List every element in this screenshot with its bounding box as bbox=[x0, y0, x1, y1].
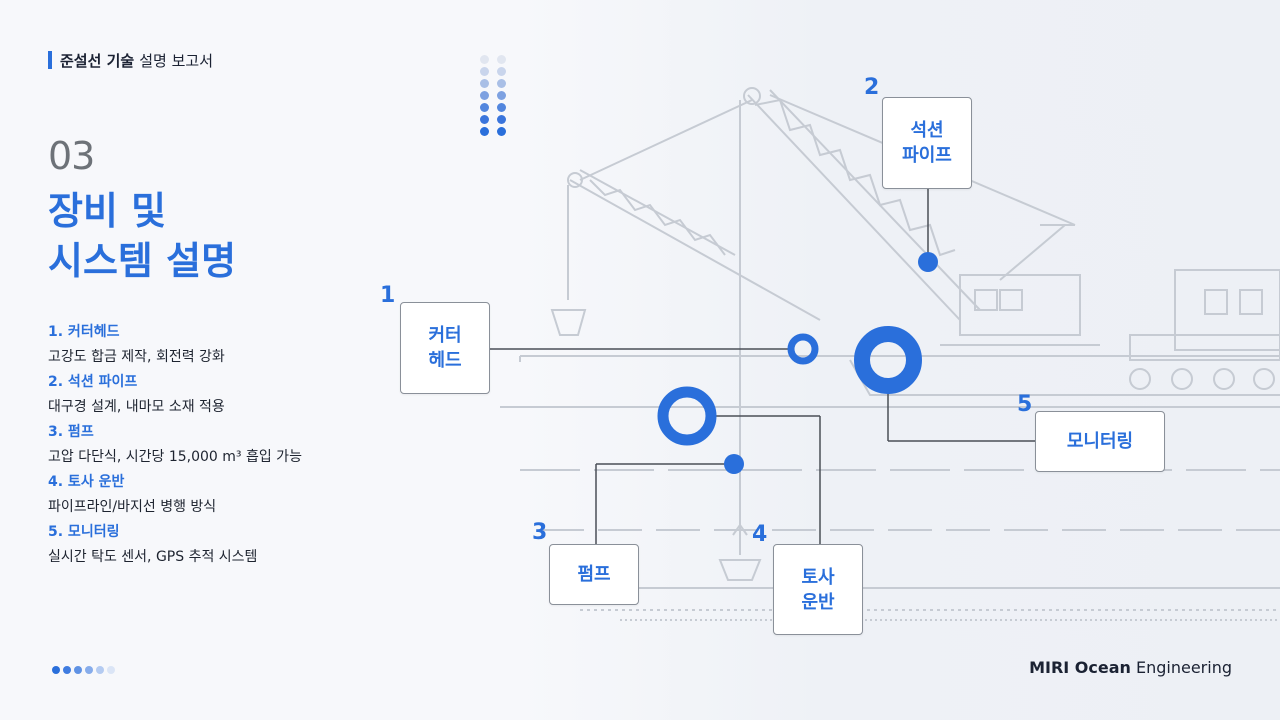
callout-cutterhead: 커터 헤드 bbox=[400, 302, 490, 394]
list-item: 4. 토사 운반 파이프라인/바지선 병행 방식 bbox=[48, 470, 468, 520]
list-item: 2. 석션 파이프 대구경 설계, 내마모 소재 적용 bbox=[48, 370, 468, 420]
item-title: 2. 석션 파이프 bbox=[48, 374, 138, 390]
list-item: 5. 모니터링 실시간 탁도 센서, GPS 추적 시스템 bbox=[48, 520, 468, 570]
item-description: 파이프라인/바지선 병행 방식 bbox=[48, 499, 217, 515]
item-description: 고강도 합금 제작, 회전력 강화 bbox=[48, 349, 225, 365]
callout-number-2: 2 bbox=[864, 75, 880, 100]
page-dot bbox=[107, 666, 115, 674]
callout-number-3: 3 bbox=[532, 520, 548, 545]
item-title: 5. 모니터링 bbox=[48, 524, 120, 540]
item-description: 대구경 설계, 내마모 소재 적용 bbox=[48, 399, 225, 415]
page-dot bbox=[63, 666, 71, 674]
section-number: 03 bbox=[48, 134, 95, 178]
item-title: 1. 커터헤드 bbox=[48, 324, 120, 340]
page-dot bbox=[96, 666, 104, 674]
equipment-list: 1. 커터헤드 고강도 합금 제작, 회전력 강화 2. 석션 파이프 대구경 … bbox=[48, 320, 468, 570]
item-description: 실시간 탁도 센서, GPS 추적 시스템 bbox=[48, 549, 258, 565]
item-title: 4. 토사 운반 bbox=[48, 474, 125, 490]
page-dot bbox=[85, 666, 93, 674]
section-title-line-2: 시스템 설명 bbox=[48, 239, 237, 283]
callout-number-5: 5 bbox=[1017, 392, 1033, 417]
callout-number-4: 4 bbox=[752, 522, 768, 547]
page-indicator bbox=[52, 666, 115, 674]
brand-name-bold: MIRI Ocean bbox=[1029, 658, 1131, 677]
pump-marker bbox=[657, 386, 717, 446]
page-dot bbox=[52, 666, 60, 674]
monitoring-marker bbox=[854, 326, 922, 394]
report-header: 준설선 기술 설명 보고서 bbox=[48, 50, 213, 70]
section-title: 장비 및 시스템 설명 bbox=[48, 186, 236, 286]
brand-logo: MIRI Ocean Engineering bbox=[1029, 658, 1232, 677]
item-title: 3. 펌프 bbox=[48, 424, 94, 440]
item-description: 고압 다단식, 시간당 15,000 m³ 흡입 가능 bbox=[48, 449, 302, 465]
brand-name-rest: Engineering bbox=[1136, 658, 1232, 677]
header-title-bold: 준설선 기술 bbox=[60, 51, 135, 70]
callout-pump: 펌프 bbox=[549, 544, 639, 605]
list-item: 3. 펌프 고압 다단식, 시간당 15,000 m³ 흡입 가능 bbox=[48, 420, 468, 470]
suction-pipe-marker bbox=[918, 252, 938, 272]
header-title-rest: 설명 보고서 bbox=[139, 51, 214, 70]
transport-marker bbox=[724, 454, 744, 474]
callout-sediment-transport: 토사 운반 bbox=[773, 544, 863, 635]
callout-number-1: 1 bbox=[380, 283, 396, 308]
page-dot bbox=[74, 666, 82, 674]
callout-suction-pipe: 석션 파이프 bbox=[882, 97, 972, 189]
section-title-line-1: 장비 및 bbox=[48, 189, 167, 233]
list-item: 1. 커터헤드 고강도 합금 제작, 회전력 강화 bbox=[48, 320, 468, 370]
cutterhead-marker bbox=[787, 333, 819, 365]
callout-monitoring: 모니터링 bbox=[1035, 411, 1165, 472]
header-accent-bar bbox=[48, 51, 52, 69]
